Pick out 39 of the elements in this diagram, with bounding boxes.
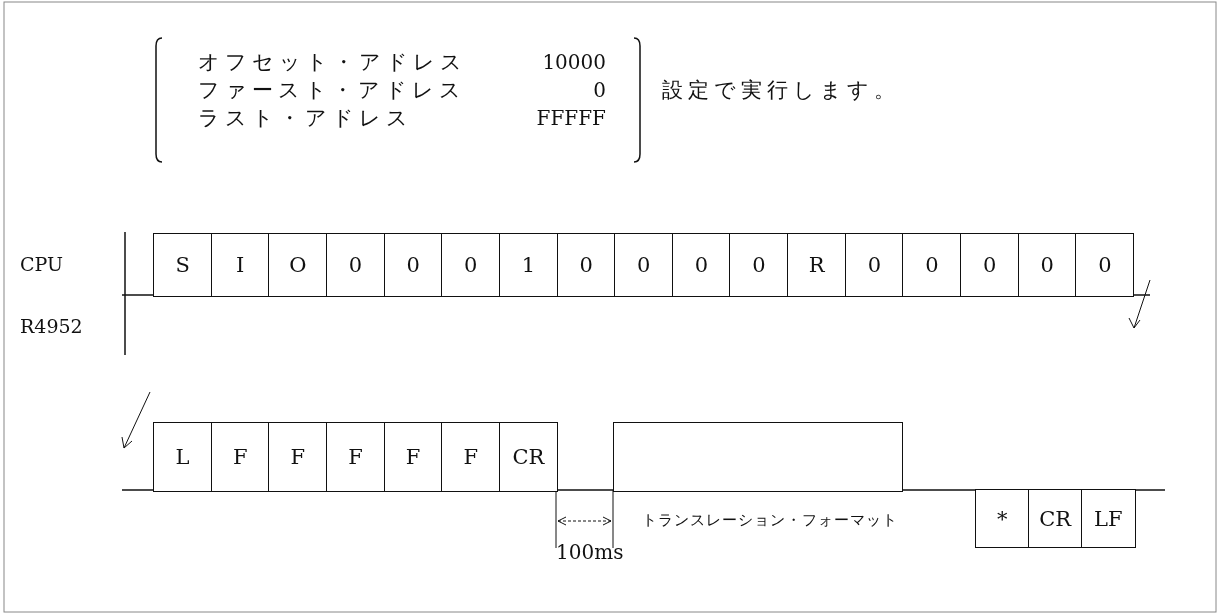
character-cell: 0: [902, 233, 962, 297]
character-cell: 0: [844, 233, 904, 297]
character-cell: 0: [614, 233, 674, 297]
character-cell: F: [210, 422, 270, 492]
character-cell: 0: [671, 233, 731, 297]
character-cell: F: [383, 422, 443, 492]
address-name: ファースト・アドレス: [198, 78, 466, 102]
character-cell: 0: [1017, 233, 1077, 297]
character-cell: S: [153, 233, 213, 297]
signal-label: R4952: [20, 314, 83, 338]
character-cell: 0: [729, 233, 789, 297]
character-cell: 0: [960, 233, 1020, 297]
address-name: ラスト・アドレス: [198, 106, 413, 130]
format-label: トランスレーション・フォーマット: [642, 510, 898, 531]
character-cell: 0: [383, 233, 443, 297]
character-cell: 0: [1075, 233, 1135, 297]
character-cell: R: [787, 233, 847, 297]
address-value: FFFFF: [536, 106, 606, 130]
character-cell: I: [210, 233, 270, 297]
character-cell: 1: [498, 233, 558, 297]
character-cell: LF: [1081, 489, 1136, 548]
signal-label: CPU: [20, 252, 63, 276]
character-cell: CR: [498, 422, 558, 492]
character-cell: *: [975, 489, 1030, 548]
character-cell: F: [325, 422, 386, 492]
address-name: オフセット・アドレス: [198, 50, 467, 74]
character-cell: 0: [325, 233, 386, 297]
character-cell: F: [441, 422, 501, 492]
frame-box: [613, 422, 903, 492]
character-cell: F: [268, 422, 328, 492]
address-value: 0: [593, 78, 606, 102]
character-cell: L: [153, 422, 213, 492]
character-cell: 0: [556, 233, 616, 297]
address-value: 10000: [542, 50, 606, 74]
character-cell: CR: [1028, 489, 1083, 548]
character-cell: 0: [441, 233, 501, 297]
character-cell: O: [268, 233, 328, 297]
note-text: 設定で実行します。: [662, 78, 900, 102]
dimension-label: 100ms: [556, 540, 624, 564]
